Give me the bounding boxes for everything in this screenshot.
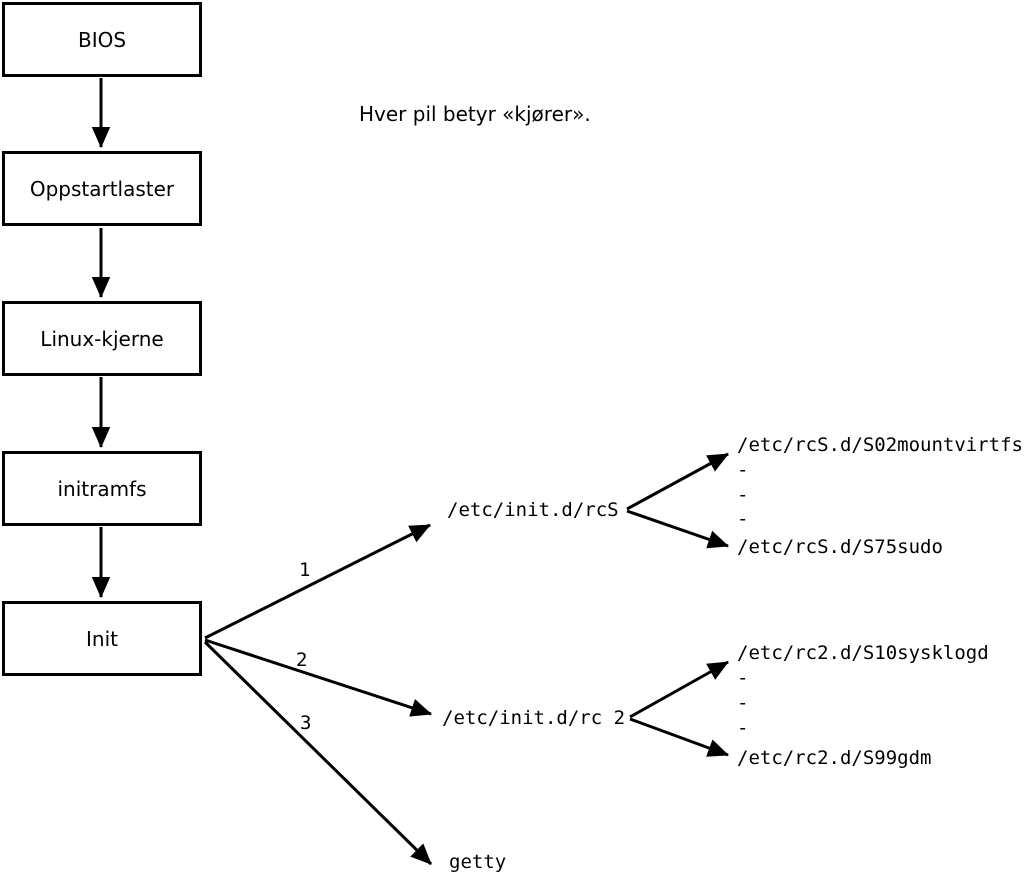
box-initramfs-label: initramfs — [57, 476, 147, 501]
box-init: Init — [2, 601, 202, 676]
rc2-script-s10sysklogd: /etc/rc2.d/S10sysklogd — [737, 642, 989, 664]
rcS-script-s02mountvirtfs: /etc/rcS.d/S02mountvirtfs — [737, 434, 1023, 456]
rc2-script-ellipsis-1: - — [737, 667, 749, 689]
arrow-rc2-to-s10sysklogd — [629, 660, 729, 719]
arrow-init-to-rc2 — [204, 638, 432, 717]
arrow-rcS-to-s75sudo — [626, 509, 729, 549]
box-bios: BIOS — [2, 2, 202, 77]
box-oppstartlaster-label: Oppstartlaster — [29, 176, 175, 201]
box-bios-label: BIOS — [77, 27, 127, 52]
caption-text: Hver pil betyr «kjører». — [359, 102, 591, 126]
rcS-script-ellipsis-3: - — [737, 508, 749, 530]
branch-number-1: 1 — [299, 559, 311, 581]
box-linux-kjerne: Linux-kjerne — [2, 301, 202, 376]
arrow-rcS-to-s02mountvirtfs — [626, 452, 729, 511]
box-init-label: Init — [86, 626, 118, 651]
box-linux-kjerne-label: Linux-kjerne — [40, 326, 164, 351]
rcS-script-s75sudo: /etc/rcS.d/S75sudo — [737, 536, 943, 558]
branch-number-2: 2 — [296, 649, 308, 671]
rc2-script-ellipsis-2: - — [737, 692, 749, 714]
arrow-rc2-to-s99gdm — [629, 717, 729, 757]
box-oppstartlaster: Oppstartlaster — [2, 151, 202, 226]
rcS-script-ellipsis-1: - — [737, 459, 749, 481]
label-init-d-rcS: /etc/init.d/rcS — [447, 499, 619, 521]
label-getty: getty — [449, 851, 507, 873]
rc2-script-ellipsis-3: - — [737, 717, 749, 739]
arrow-init-to-rcS — [204, 523, 431, 640]
rcS-script-ellipsis-2: - — [737, 484, 749, 506]
box-initramfs: initramfs — [2, 451, 202, 526]
arrow-init-to-getty — [203, 640, 433, 866]
rc2-script-s99gdm: /etc/rc2.d/S99gdm — [737, 747, 932, 769]
branch-number-3: 3 — [300, 712, 312, 734]
label-init-d-rc2: /etc/init.d/rc 2 — [442, 707, 626, 729]
